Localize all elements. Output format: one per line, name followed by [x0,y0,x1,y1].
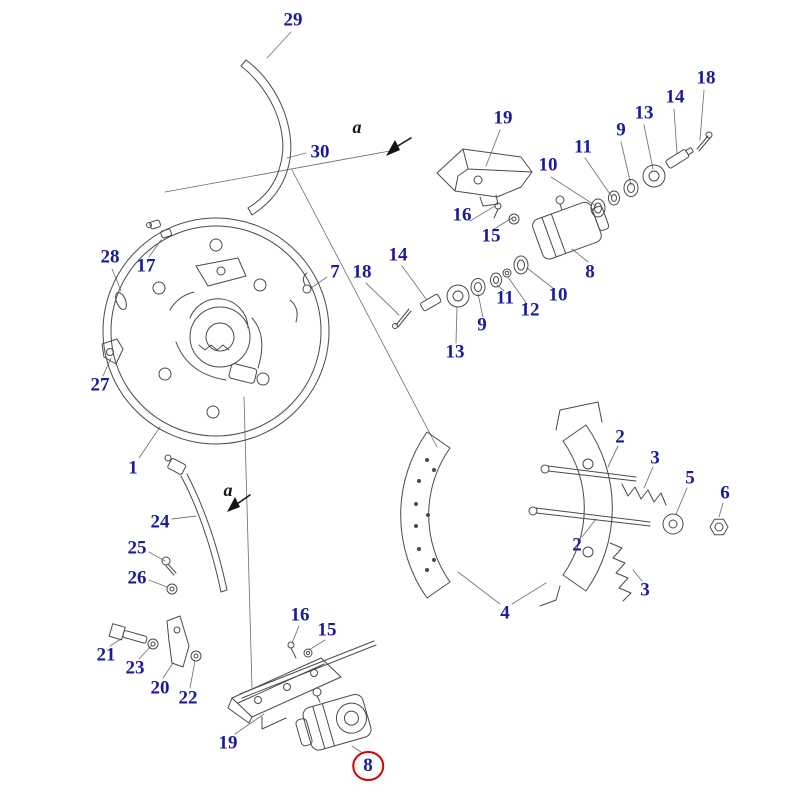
part-callout-29: 29 [283,9,303,31]
part-callout-30: 30 [310,141,330,163]
part-callout-7: 7 [330,261,340,283]
part-callout-2: 2 [615,426,625,448]
part-callout-21: 21 [96,644,116,666]
part-callout-18: 18 [352,261,372,283]
view-marker: a [352,117,362,137]
part-callout-3: 3 [650,447,660,469]
part-callout-8: 8 [352,751,384,781]
leader-lines [102,31,724,753]
part-callout-17: 17 [136,255,156,277]
screw-25 [161,556,177,576]
part-callout-1: 1 [128,457,138,479]
springs [609,483,667,602]
cable-24 [164,454,228,593]
wheel-cylinder-top [532,195,610,260]
cotter-pin-top [696,131,713,152]
part-callout-26: 26 [127,567,147,589]
lining-rivets [414,458,436,572]
part-callout-28: 28 [100,246,120,268]
plate-fasteners-left [101,219,172,365]
part-callout-15: 15 [481,225,501,247]
part-callout-24: 24 [150,511,170,533]
part-callout-4: 4 [500,602,510,624]
part-callout-19: 19 [218,732,238,754]
part-callout-15: 15 [317,619,337,641]
screw-16-bottom [287,641,297,659]
strut-rods [528,464,651,527]
part-callout-12: 12 [520,299,540,321]
cylinder-small-parts-top [493,131,713,225]
washer-5 [662,513,684,535]
part-callout-10: 10 [538,154,558,176]
part-callout-16: 16 [452,204,472,226]
part-27-fitting [101,338,124,365]
bolt-21 [108,623,148,644]
cylinder-small-parts-mid [392,255,529,329]
part-callout-23: 23 [125,657,145,679]
part-callout-18: 18 [696,67,716,89]
part-callout-11: 11 [496,287,514,309]
bracket-bottom [227,657,342,730]
brake-shoe-right [539,401,613,607]
part-callout-5: 5 [685,467,695,489]
grommet-26 [166,583,178,595]
part-callout-20: 20 [150,677,170,699]
part-callout-14: 14 [388,244,408,266]
view-marker: a [223,480,233,500]
view-arrow-top [386,137,412,156]
part-callout-10: 10 [548,284,568,306]
part-callout-19: 19 [493,107,513,129]
washer-22 [190,650,202,662]
washer-23 [147,638,159,650]
washer-15-bottom [303,648,313,658]
lever-20 [166,615,190,668]
part-callout-6: 6 [720,482,730,504]
wheel-cylinder-bottom [295,687,372,751]
part-29-strip [240,59,292,216]
part-7-clip [302,272,312,294]
bracket-top [436,148,533,207]
anchor-rod [239,640,377,699]
part-callout-13: 13 [634,102,654,124]
view-arrow-bottom [227,494,251,512]
part-callout-14: 14 [665,86,685,108]
part-callout-8: 8 [585,261,595,283]
part-callout-3: 3 [640,579,650,601]
nut-6 [709,518,729,536]
part-28-pin [115,291,127,311]
part-callout-9: 9 [477,314,487,336]
part-callout-27: 27 [90,374,110,396]
backing-plate [102,217,330,445]
section-lines [164,150,438,689]
part-callout-9: 9 [616,119,626,141]
part-callout-16: 16 [290,604,310,626]
part-callout-13: 13 [445,341,465,363]
part-callout-2: 2 [572,534,582,556]
part-callout-11: 11 [574,136,592,158]
part-callout-25: 25 [127,537,147,559]
part-callout-22: 22 [178,687,198,709]
brake-shoe-left [400,431,451,599]
cotter-pin-mid [392,308,412,329]
part-17-bolts [146,219,172,239]
